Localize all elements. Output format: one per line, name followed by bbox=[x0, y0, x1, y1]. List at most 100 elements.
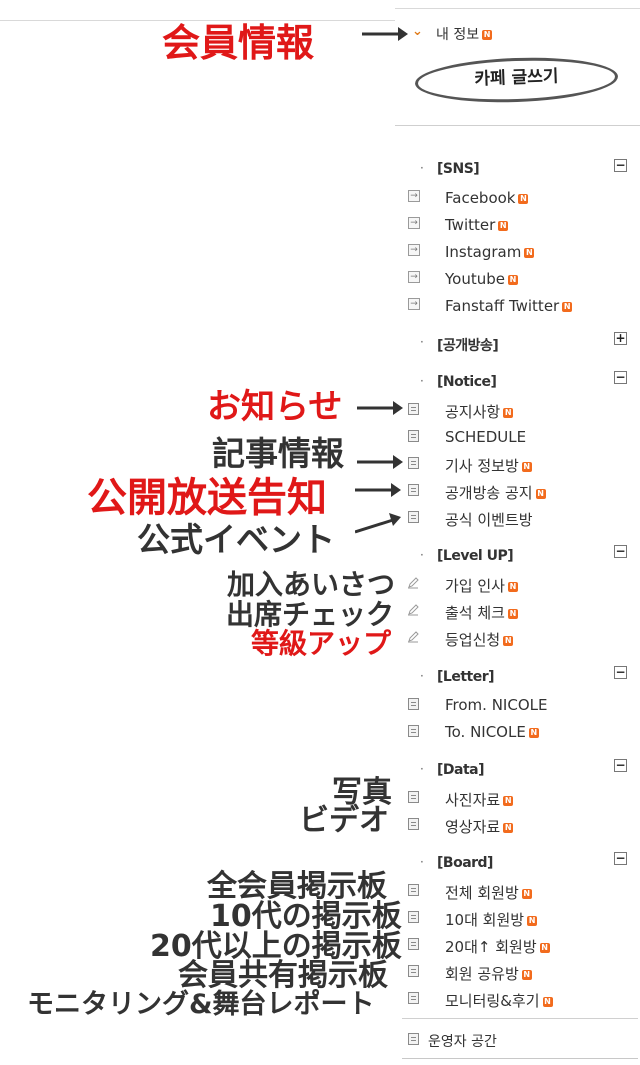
arrow-icon bbox=[357, 455, 403, 469]
section-notice-label[interactable]: [Notice] bbox=[437, 374, 497, 390]
menu-item-label: To. NICOLE bbox=[445, 723, 526, 741]
menu-item-label: 전체 회원방 bbox=[445, 884, 519, 902]
write-post-button[interactable]: 카페 글쓰기 bbox=[414, 54, 619, 106]
collapse-board-toggle[interactable]: − bbox=[614, 851, 627, 865]
new-badge: N bbox=[539, 943, 550, 953]
pencil-icon bbox=[408, 604, 419, 616]
menu-item-label: 모니터링&후기 bbox=[445, 992, 540, 1010]
menu-item-label: 사진자료 bbox=[445, 791, 501, 809]
section-broadcast-label[interactable]: [공개방송] bbox=[437, 338, 499, 354]
document-icon bbox=[408, 965, 419, 977]
document-icon bbox=[408, 725, 419, 737]
menu-item-label: 회원 공유방 bbox=[445, 965, 519, 983]
menu-item-schedule[interactable]: SCHEDULE bbox=[445, 428, 527, 446]
section-levelup-label[interactable]: [Level UP] bbox=[437, 548, 514, 564]
annotation-monitoring-report: モニタリング&舞台レポート bbox=[27, 989, 375, 1020]
menu-item-label: 출석 체크 bbox=[445, 604, 505, 622]
document-icon bbox=[408, 1033, 419, 1045]
new-badge: N bbox=[508, 275, 518, 285]
menu-item-from-nicole[interactable]: From. NICOLE bbox=[445, 696, 548, 714]
menu-item-label: 영상자료 bbox=[445, 818, 501, 836]
menu-item-official-event[interactable]: 공식 이벤트방 bbox=[445, 511, 533, 529]
document-icon bbox=[408, 698, 419, 710]
collapse-notice-toggle[interactable]: − bbox=[614, 370, 627, 384]
document-icon bbox=[408, 403, 419, 415]
top-divider bbox=[0, 20, 395, 21]
arrow-icon bbox=[357, 401, 403, 415]
collapse-data-toggle[interactable]: − bbox=[614, 758, 627, 772]
section-sns-label[interactable]: [SNS] bbox=[437, 161, 480, 177]
section-bullet: · bbox=[420, 161, 424, 175]
collapse-letter-toggle[interactable]: − bbox=[614, 665, 627, 679]
new-badge: N bbox=[507, 582, 518, 592]
annotation-teens-board: 10代の掲示板 bbox=[210, 899, 402, 934]
menu-item-label: 기사 정보방 bbox=[445, 457, 519, 475]
document-icon bbox=[408, 484, 419, 496]
annotation-broadcast-notice: 公開放送告知 bbox=[87, 475, 327, 521]
document-icon bbox=[408, 938, 419, 950]
new-badge: N bbox=[498, 221, 509, 231]
expand-broadcast-toggle[interactable]: + bbox=[614, 331, 627, 345]
my-info-label: 내 정보 bbox=[436, 27, 480, 43]
new-badge: N bbox=[518, 194, 529, 204]
external-link-icon: → bbox=[408, 244, 420, 256]
document-icon bbox=[408, 884, 419, 896]
annotation-join-greeting: 加入あいさつ bbox=[227, 568, 396, 601]
menu-item-label: 공개방송 공지 bbox=[445, 484, 533, 502]
admin-space-link[interactable]: 운영자 공간 bbox=[428, 1034, 497, 1050]
menu-item-label: 공지사항 bbox=[445, 403, 501, 421]
chevron-down-icon[interactable]: ⌄ bbox=[412, 24, 423, 39]
document-icon bbox=[408, 511, 419, 523]
menu-item-label: 등업신청 bbox=[445, 631, 501, 649]
new-badge: N bbox=[535, 489, 546, 499]
document-icon bbox=[408, 818, 419, 830]
new-badge: N bbox=[527, 916, 538, 926]
section-board-label[interactable]: [Board] bbox=[437, 855, 493, 871]
section-bullet: · bbox=[420, 669, 424, 683]
collapse-sns-toggle[interactable]: − bbox=[614, 158, 627, 172]
annotation-level-up: 等級アップ bbox=[251, 627, 392, 660]
new-badge: N bbox=[503, 636, 514, 646]
section-letter-label[interactable]: [Letter] bbox=[437, 669, 495, 685]
pencil-icon bbox=[408, 577, 419, 589]
annotation-photo: 写真 bbox=[332, 775, 392, 810]
sidebar-top-border bbox=[395, 8, 640, 9]
document-icon bbox=[408, 457, 419, 469]
new-badge: N bbox=[521, 970, 532, 980]
section-data-label[interactable]: [Data] bbox=[437, 762, 485, 778]
new-badge: N bbox=[524, 248, 535, 258]
new-badge: N bbox=[562, 302, 573, 312]
new-badge: N bbox=[503, 408, 514, 418]
new-badge: N bbox=[503, 823, 514, 833]
annotation-twenties-board: 20代以上の掲示板 bbox=[150, 929, 402, 964]
new-badge: N bbox=[542, 997, 553, 1007]
collapse-levelup-toggle[interactable]: − bbox=[614, 544, 627, 558]
annotation-member-info: 会員情報 bbox=[162, 21, 315, 65]
menu-item-label: Youtube bbox=[445, 270, 505, 288]
external-link-icon: → bbox=[408, 217, 420, 229]
header-divider bbox=[395, 125, 640, 126]
document-icon bbox=[408, 430, 419, 442]
arrow-icon bbox=[355, 513, 401, 534]
section-bullet: · bbox=[420, 548, 424, 562]
